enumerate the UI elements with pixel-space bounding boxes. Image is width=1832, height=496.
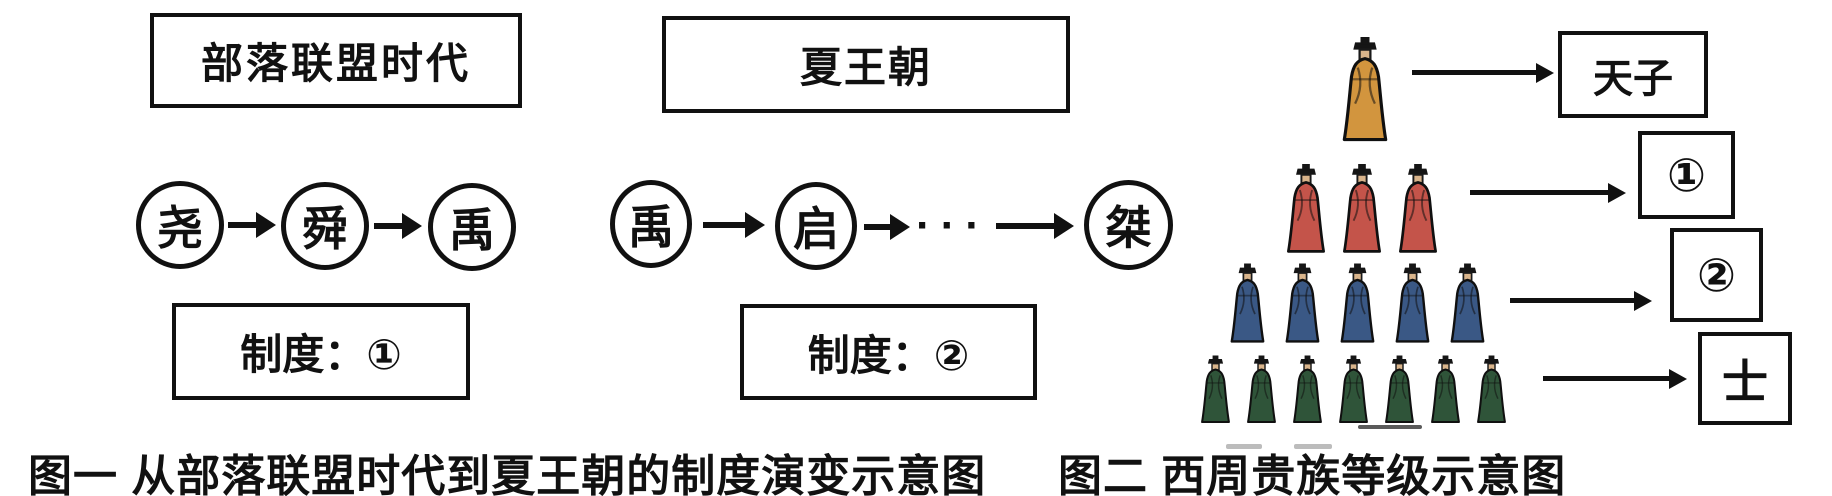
figure1-caption: 图一 从部落联盟时代到夏王朝的制度演变示意图 — [28, 452, 987, 496]
leader-circle-yu: 禹 — [428, 183, 516, 271]
rank-box-tianzi: 天子 — [1558, 31, 1708, 118]
tribal-era-title-box: 部落联盟时代 — [150, 13, 522, 108]
noble-figure-icon — [1392, 261, 1433, 348]
noble-figure-icon — [1382, 352, 1417, 429]
leader-circle-jie: 桀 — [1084, 180, 1173, 270]
watermark-artifact — [1294, 444, 1332, 449]
arrow-shun-to-yu — [374, 223, 402, 229]
leader-circle-shun: 舜 — [281, 182, 369, 270]
noble-figure-icon — [1227, 261, 1268, 348]
noble-figure-icon — [1339, 161, 1385, 259]
noble-figure-icon — [1198, 352, 1233, 429]
pyramid-tier-tianzi — [1320, 25, 1410, 157]
leader-circle-yao: 尧 — [136, 181, 224, 269]
noble-figure-icon — [1283, 161, 1329, 259]
leader-circle-yu-xia: 禹 — [610, 180, 692, 268]
arrow-to-rank2 — [1510, 298, 1634, 303]
rank-box-2: ② — [1670, 228, 1763, 322]
xia-dynasty-title-box: 夏王朝 — [662, 16, 1070, 113]
watermark-artifact — [1226, 444, 1262, 449]
noble-figure-icon — [1447, 261, 1488, 348]
noble-figure-icon — [1395, 161, 1441, 259]
generations-ellipsis: ··· — [916, 201, 990, 250]
pyramid-tier-rank1 — [1272, 161, 1452, 259]
noble-figure-icon — [1338, 25, 1392, 157]
rank-box-1: ① — [1638, 131, 1735, 219]
arrow-to-shi — [1543, 376, 1669, 381]
rank-box-shi: 士 — [1698, 332, 1792, 425]
figure2-caption: 图二 西周贵族等级示意图 — [1058, 452, 1567, 496]
leader-circle-qi: 启 — [775, 182, 857, 270]
arrow-to-tianzi — [1412, 70, 1536, 75]
watermark-artifact — [1358, 425, 1422, 429]
pyramid-tier-shi — [1190, 352, 1516, 429]
system-box-2: 制度：② — [740, 304, 1037, 400]
arrow-to-rank1 — [1470, 190, 1608, 195]
noble-figure-icon — [1244, 352, 1279, 429]
noble-figure-icon — [1474, 352, 1509, 429]
arrow-yu-to-qi — [703, 222, 745, 228]
system-box-1: 制度：① — [172, 303, 470, 400]
noble-figure-icon — [1337, 261, 1378, 348]
arrow-qi-to-dots — [864, 224, 890, 230]
noble-figure-icon — [1428, 352, 1463, 429]
arrow-yao-to-shun — [228, 222, 256, 228]
pyramid-tier-rank2 — [1222, 261, 1492, 348]
noble-figure-icon — [1290, 352, 1325, 429]
noble-figure-icon — [1282, 261, 1323, 348]
arrow-dots-to-jie — [996, 223, 1054, 229]
noble-figure-icon — [1336, 352, 1371, 429]
